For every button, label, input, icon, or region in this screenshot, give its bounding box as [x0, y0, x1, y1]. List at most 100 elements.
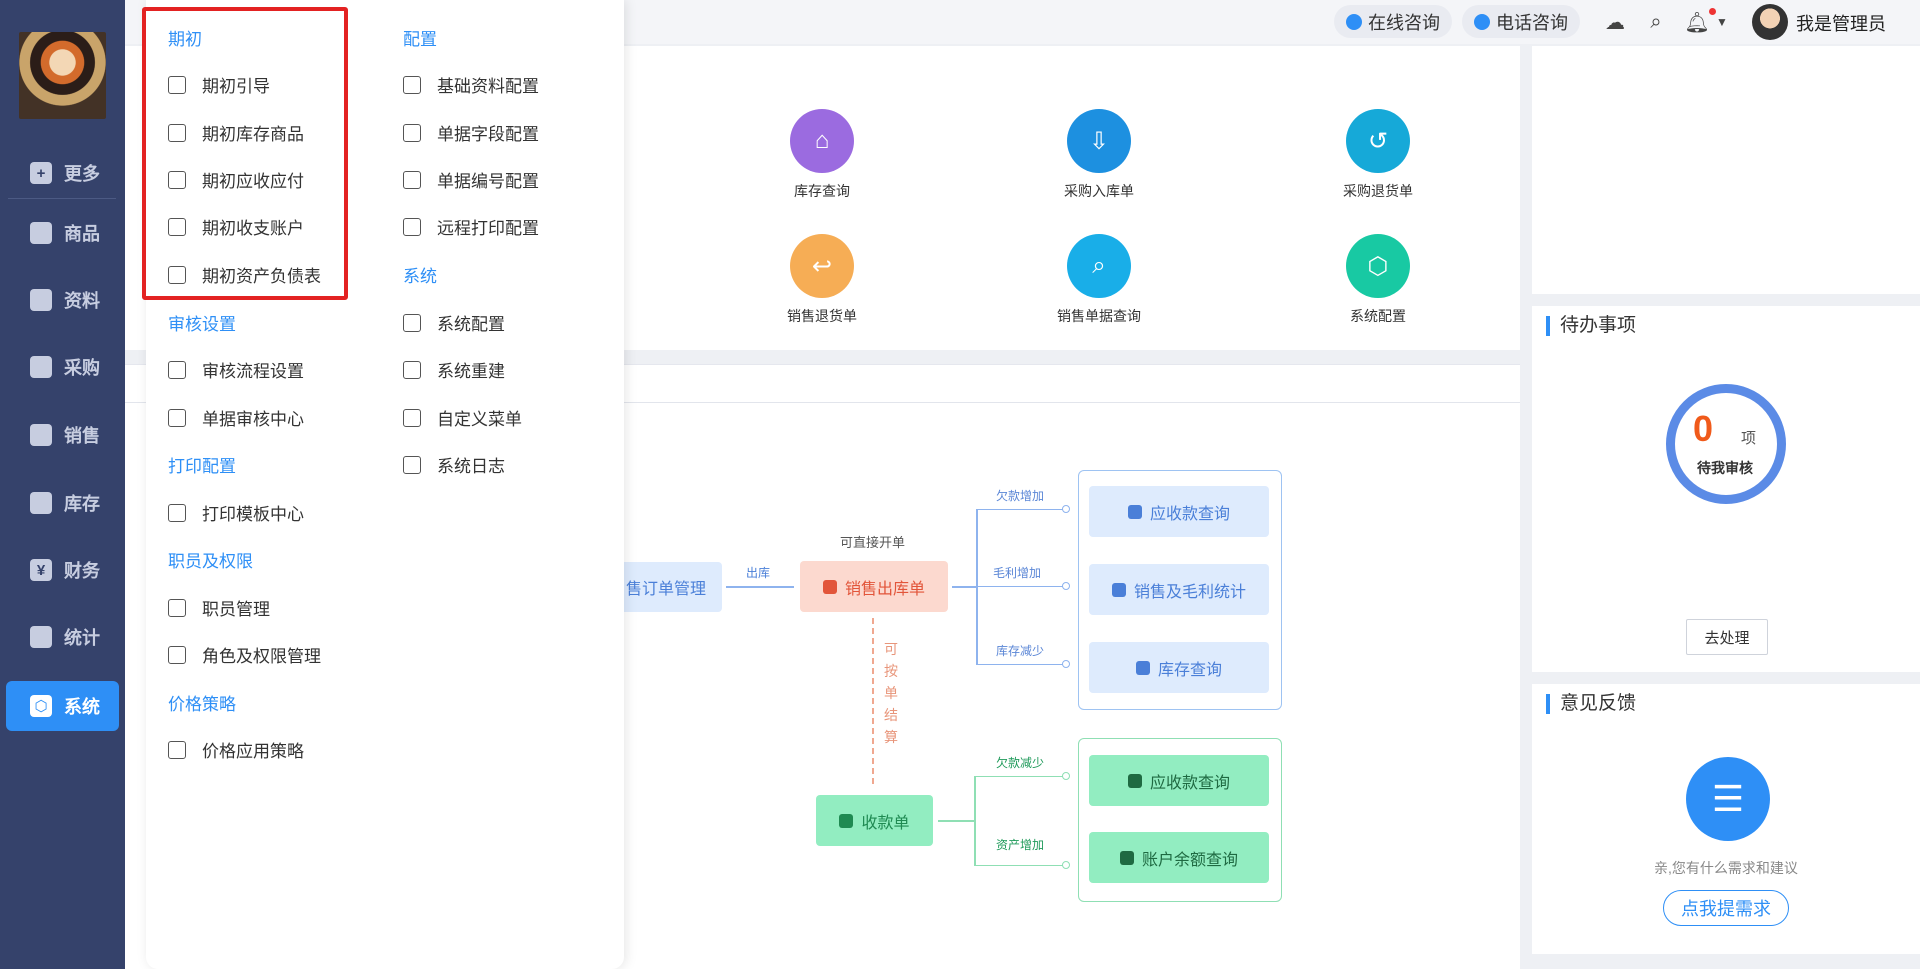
receivable-query-node-lower[interactable]: 应收款查询	[1089, 755, 1269, 806]
menu-item-audit-center[interactable]: 单据审核中心	[168, 405, 304, 430]
menu-item-audit-flow[interactable]: 审核流程设置	[168, 357, 304, 382]
menu-item-label: 角色及权限管理	[202, 647, 321, 666]
sidebar-item-label: 商品	[64, 224, 100, 244]
caret-down-icon[interactable]: ▼	[1716, 15, 1728, 29]
shortcut-purchase-return[interactable]: ↺ 采购退货单	[1288, 109, 1468, 201]
flow-connector	[938, 820, 976, 822]
menu-item-opening-receivable[interactable]: 期初应收应付	[168, 167, 304, 192]
menu-item-doc-field-config[interactable]: 单据字段配置	[403, 120, 539, 145]
cloud-download-icon[interactable]: ☁	[1605, 11, 1625, 34]
sales-gross-profit-node[interactable]: 销售及毛利统计	[1089, 564, 1269, 615]
flow-node-label: 销售及毛利统计	[1133, 583, 1246, 601]
menu-item-custom-menu[interactable]: 自定义菜单	[403, 405, 522, 430]
menu-section-opening: 期初	[168, 30, 202, 49]
menu-item-doc-number-config[interactable]: 单据编号配置	[403, 167, 539, 192]
user-name[interactable]: 我是管理员	[1796, 14, 1886, 34]
sidebar-item-statistics[interactable]: 统计	[6, 612, 119, 662]
flow-connector	[976, 509, 1064, 510]
price-document-icon	[168, 740, 186, 759]
submit-request-button[interactable]: 点我提需求	[1663, 890, 1789, 926]
shortcut-inventory-query[interactable]: ⌂ 库存查询	[732, 109, 912, 201]
avatar[interactable]	[1752, 4, 1788, 40]
user-role-icon	[168, 645, 186, 664]
phone-consult-label: 电话咨询	[1496, 12, 1568, 33]
menu-item-system-log[interactable]: 系统日志	[403, 452, 505, 477]
menu-item-label: 单据审核中心	[202, 410, 304, 429]
app-logo-avatar	[19, 32, 106, 119]
flow-dashed-line	[872, 618, 874, 784]
sidebar-item-label: 库存	[64, 494, 100, 514]
stock-icon	[168, 123, 186, 142]
shortcut-system-config[interactable]: ⬡ 系统配置	[1288, 234, 1468, 326]
menu-item-label: 基础资料配置	[437, 77, 539, 96]
todo-title: 待办事项	[1546, 316, 1636, 336]
shortcut-purchase-inbound[interactable]: ⇩ 采购入库单	[1009, 109, 1189, 201]
menu-item-opening-guide[interactable]: 期初引导	[168, 72, 270, 97]
menu-item-print-templates[interactable]: 打印模板中心	[168, 500, 304, 525]
menu-item-label: 单据字段配置	[437, 125, 539, 144]
flow-connector	[974, 776, 976, 866]
sidebar-item-sales[interactable]: 销售	[6, 410, 119, 460]
flow-connector	[952, 586, 978, 588]
flow-label-char: 单	[884, 685, 898, 701]
menu-item-system-rebuild[interactable]: 系统重建	[403, 357, 505, 382]
sidebar-item-more[interactable]: + 更多	[6, 148, 119, 198]
yen-icon: ¥	[30, 559, 52, 581]
flow-node-label: 销售出库单	[844, 580, 925, 598]
menu-item-remote-print-config[interactable]: 远程打印配置	[403, 214, 539, 239]
lock-document-icon	[168, 408, 186, 427]
document-icon	[30, 289, 52, 311]
shortcut-sales-return[interactable]: ↩ 销售退货单	[732, 234, 912, 326]
flow-node-label: 应收款查询	[1149, 774, 1230, 792]
account-balance-node[interactable]: 账户余额查询	[1089, 832, 1269, 883]
sales-outbound-node[interactable]: 销售出库单	[800, 561, 948, 612]
shortcut-sales-doc-query[interactable]: ⌕ 销售单据查询	[1009, 234, 1189, 326]
document-icon	[822, 579, 837, 594]
house-search-icon	[1135, 660, 1150, 675]
sidebar-item-inventory[interactable]: 库存	[6, 478, 119, 528]
menu-item-opening-accounts[interactable]: 期初收支账户	[168, 214, 304, 239]
menu-section-print: 打印配置	[168, 457, 236, 476]
sidebar-item-finance[interactable]: ¥ 财务	[6, 545, 119, 595]
menu-item-label: 审核流程设置	[202, 362, 304, 381]
flow-connector	[976, 586, 1064, 587]
sidebar-item-data[interactable]: 资料	[6, 275, 119, 325]
statistics-icon	[30, 626, 52, 648]
sidebar-item-system[interactable]: ⬡ 系统	[6, 681, 119, 731]
menu-item-opening-stock[interactable]: 期初库存商品	[168, 120, 304, 145]
process-button[interactable]: 去处理	[1686, 619, 1768, 655]
sales-order-management-node[interactable]: 售订单管理	[610, 562, 722, 612]
data-config-icon	[403, 75, 421, 94]
flow-tab-underline	[125, 402, 1520, 403]
flow-label-char: 可	[884, 641, 898, 657]
shortcut-label: 系统配置	[1350, 308, 1406, 324]
menu-item-system-config[interactable]: 系统配置	[403, 310, 505, 335]
receipt-icon	[839, 813, 854, 828]
menu-section-pricing: 价格策略	[168, 695, 236, 714]
flow-label-branch: 毛利增加	[993, 566, 1042, 580]
inventory-query-node[interactable]: 库存查询	[1089, 642, 1269, 693]
receipt-node[interactable]: 收款单	[816, 795, 933, 846]
menu-item-role-permissions[interactable]: 角色及权限管理	[168, 642, 321, 667]
menu-item-basic-data-config[interactable]: 基础资料配置	[403, 72, 539, 97]
menu-item-staff-management[interactable]: 职员管理	[168, 595, 270, 620]
search-icon[interactable]: ⌕	[1650, 10, 1662, 33]
menu-item-price-strategy[interactable]: 价格应用策略	[168, 737, 304, 762]
sidebar-item-goods[interactable]: 商品	[6, 208, 119, 258]
shortcut-label: 销售退货单	[787, 308, 857, 324]
receivable-query-node[interactable]: 应收款查询	[1089, 486, 1269, 537]
menu-item-opening-balance-sheet[interactable]: 期初资产负债表	[168, 262, 321, 287]
upper-branch-group	[1078, 470, 1282, 710]
todo-label: 待我审核	[1697, 460, 1753, 476]
flow-label-branch: 欠款增加	[996, 489, 1045, 503]
flow-dot	[1062, 582, 1070, 590]
flow-dot	[1062, 660, 1070, 668]
flow-node-label: 应收款查询	[1149, 505, 1230, 523]
flow-dot	[1062, 772, 1070, 780]
menu-section-audit: 审核设置	[168, 315, 236, 334]
online-consult-button[interactable]: 在线咨询	[1334, 5, 1452, 38]
bell-icon[interactable]: 🔔︎	[1684, 11, 1710, 34]
document-search-icon: ⌕	[1067, 234, 1131, 298]
sidebar-item-purchase[interactable]: 采购	[6, 342, 119, 392]
phone-consult-button[interactable]: 电话咨询	[1462, 5, 1580, 38]
